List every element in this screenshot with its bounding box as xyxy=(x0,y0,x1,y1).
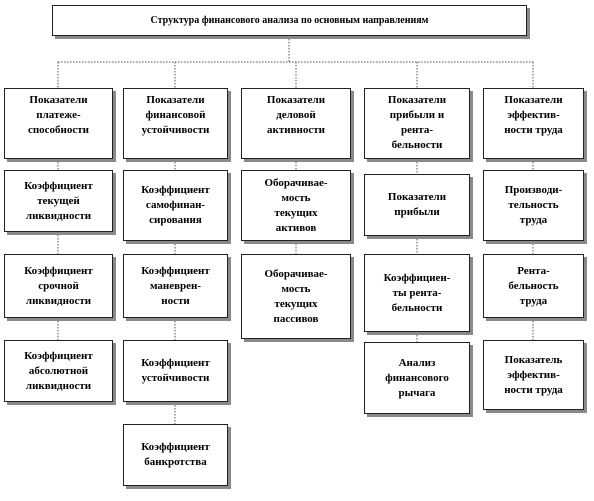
column-5-item-2: Рента- бельность труда xyxy=(483,254,584,318)
column-5-header: Показатели эффектив- ности труда xyxy=(483,88,584,159)
column-2-item-4: Коэффициент банкротства xyxy=(123,424,228,486)
column-2-item-1: Коэффициент самофинан- сирования xyxy=(123,170,228,241)
column-4-item-3: Анализ финансового рычага xyxy=(364,342,470,414)
column-4-header: Показатели прибыли и рента- бельности xyxy=(364,88,470,159)
column-3-header: Показатели деловой активности xyxy=(241,88,351,159)
column-1-item-3: Коэффициент абсолютной ликвидности xyxy=(4,340,113,402)
column-2-item-3: Коэффициент устойчивости xyxy=(123,340,228,402)
column-1-header: Показатели платеже- способности xyxy=(4,88,113,159)
column-3-item-2: Оборачивае- мость текущих пассивов xyxy=(241,254,351,339)
column-5-item-3: Показатель эффектив- ности труда xyxy=(483,340,584,410)
column-5-item-1: Производи- тельность труда xyxy=(483,170,584,241)
diagram-title: Структура финансового анализа по основны… xyxy=(150,15,429,26)
diagram-title-box: Структура финансового анализа по основны… xyxy=(52,5,527,36)
column-1-item-2: Коэффициент срочной ликвидности xyxy=(4,254,113,318)
column-4-item-2: Коэффициен- ты рента- бельности xyxy=(364,254,470,332)
column-2-item-2: Коэффициент маневрен- ности xyxy=(123,254,228,318)
column-4-item-1: Показатели прибыли xyxy=(364,174,470,236)
column-1-item-1: Коэффициент текущей ликвидности xyxy=(4,170,113,232)
column-3-item-1: Оборачивае- мость текущих активов xyxy=(241,170,351,241)
column-2-header: Показатели финансовой устойчивости xyxy=(123,88,228,159)
